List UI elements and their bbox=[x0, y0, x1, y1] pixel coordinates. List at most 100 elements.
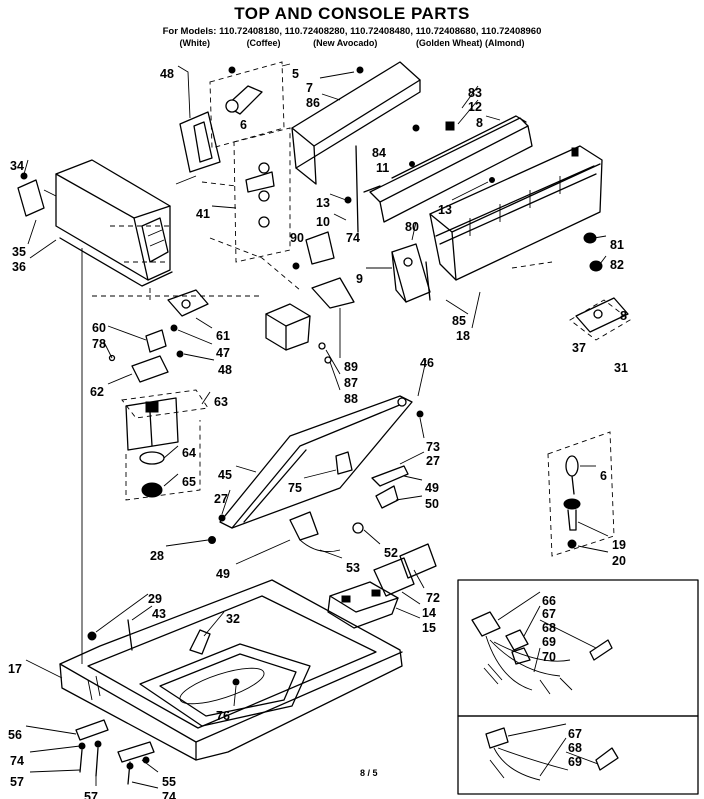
callout-73: 73 bbox=[426, 440, 440, 454]
callout-86: 86 bbox=[306, 96, 320, 110]
callout-78: 78 bbox=[92, 337, 106, 351]
callout-57a: 57 bbox=[10, 775, 24, 789]
callout-46: 46 bbox=[420, 356, 434, 370]
callout-50: 50 bbox=[425, 497, 439, 511]
callout-18: 18 bbox=[456, 329, 470, 343]
callout-12: 12 bbox=[468, 100, 482, 114]
callout-8a: 8 bbox=[476, 116, 483, 130]
left-control-housing bbox=[17, 159, 173, 287]
color-new-avocado: (New Avocado) bbox=[313, 38, 378, 48]
callout-11: 11 bbox=[376, 161, 389, 175]
console-mounting-rail bbox=[369, 115, 533, 223]
page-number: 8 / 5 bbox=[360, 768, 378, 778]
callout-62: 62 bbox=[90, 385, 104, 399]
callout-17: 17 bbox=[8, 662, 22, 676]
callout-49b: 49 bbox=[216, 567, 230, 581]
callout-65: 65 bbox=[182, 475, 196, 489]
water-valve-assembly bbox=[209, 237, 355, 364]
callout-70: 70 bbox=[542, 650, 556, 664]
callout-69a: 69 bbox=[542, 635, 556, 649]
hose-bracket-10 bbox=[292, 145, 381, 270]
callout-5: 5 bbox=[292, 67, 299, 81]
callout-15: 15 bbox=[422, 621, 436, 635]
callout-56: 56 bbox=[8, 728, 22, 742]
callout-68b: 68 bbox=[568, 741, 582, 755]
callout-29: 29 bbox=[148, 592, 162, 606]
callout-35: 35 bbox=[12, 245, 26, 259]
model-numbers: For Models: 110.72408180, 110.72408280, … bbox=[162, 26, 542, 37]
callout-72: 72 bbox=[426, 591, 440, 605]
callout-47: 47 bbox=[216, 346, 230, 360]
callout-8b: 8 bbox=[620, 309, 627, 323]
callout-13a: 13 bbox=[316, 196, 330, 210]
console-knobs-81-82 bbox=[583, 232, 603, 272]
callout-74a: 74 bbox=[346, 231, 360, 245]
callout-36: 36 bbox=[12, 260, 26, 274]
callout-32: 32 bbox=[226, 612, 240, 626]
callout-10: 10 bbox=[316, 215, 330, 229]
callout-55: 55 bbox=[162, 775, 176, 789]
callout-leaders bbox=[23, 63, 609, 789]
callout-83: 83 bbox=[468, 86, 482, 100]
callout-27a: 27 bbox=[426, 454, 440, 468]
callout-90: 90 bbox=[290, 231, 304, 245]
timer-assembly bbox=[391, 243, 431, 303]
callout-89: 89 bbox=[344, 360, 358, 374]
callout-6b: 6 bbox=[600, 469, 607, 483]
callout-19: 19 bbox=[612, 538, 626, 552]
callout-31: 31 bbox=[614, 361, 628, 375]
callout-75: 75 bbox=[288, 481, 302, 495]
lid-hinge-frame-45 bbox=[208, 395, 424, 553]
callout-7: 7 bbox=[306, 81, 313, 95]
color-almond: (Almond) bbox=[484, 38, 525, 48]
pump-parts bbox=[108, 289, 209, 501]
callout-80: 80 bbox=[405, 220, 419, 234]
console-end-cap bbox=[569, 297, 631, 341]
callout-20: 20 bbox=[612, 554, 626, 568]
callout-85: 85 bbox=[452, 314, 466, 328]
callout-9: 9 bbox=[356, 272, 363, 286]
callout-67b: 67 bbox=[568, 727, 582, 741]
callout-13b: 13 bbox=[438, 203, 452, 217]
color-white: (White) bbox=[179, 38, 211, 48]
callout-66: 66 bbox=[542, 594, 556, 608]
leader-guide-lines bbox=[81, 175, 553, 664]
color-variants: (White) (Coffee) (New Avocado) (Golden W… bbox=[0, 38, 704, 48]
callout-57b: 57 bbox=[84, 790, 98, 799]
top-hinge-brackets bbox=[75, 719, 155, 785]
callout-60: 60 bbox=[92, 321, 106, 335]
callout-76: 76 bbox=[216, 709, 230, 723]
lid-switch-bracket bbox=[179, 61, 285, 173]
callout-64: 64 bbox=[182, 446, 196, 460]
callout-63: 63 bbox=[214, 395, 228, 409]
console-rear-panel bbox=[291, 61, 421, 185]
callout-88: 88 bbox=[344, 392, 358, 406]
callout-61: 61 bbox=[216, 329, 230, 343]
page-title: TOP AND CONSOLE PARTS bbox=[234, 4, 470, 23]
callout-14: 14 bbox=[422, 606, 436, 620]
color-coffee: (Coffee) bbox=[246, 38, 281, 48]
callout-27b: 27 bbox=[214, 492, 228, 506]
callout-48a: 48 bbox=[160, 67, 174, 81]
callout-45: 45 bbox=[218, 468, 232, 482]
callout-52: 52 bbox=[384, 546, 398, 560]
callout-43: 43 bbox=[152, 607, 166, 621]
callout-67a: 67 bbox=[542, 607, 556, 621]
callout-6a: 6 bbox=[240, 118, 247, 132]
callout-49a: 49 bbox=[425, 481, 439, 495]
callout-53: 53 bbox=[346, 561, 360, 575]
callout-41: 41 bbox=[196, 207, 210, 221]
control-knob-assembly bbox=[547, 431, 615, 557]
callout-74b: 74 bbox=[10, 754, 24, 768]
callout-74c: 74 bbox=[162, 790, 176, 799]
callout-68a: 68 bbox=[542, 621, 556, 635]
callout-37: 37 bbox=[572, 341, 586, 355]
wiring-harness-insets bbox=[457, 579, 699, 795]
washer-top-cabinet bbox=[59, 579, 403, 761]
callout-28: 28 bbox=[150, 549, 164, 563]
callout-84: 84 bbox=[372, 146, 386, 160]
callout-87: 87 bbox=[344, 376, 358, 390]
callout-48b: 48 bbox=[218, 363, 232, 377]
